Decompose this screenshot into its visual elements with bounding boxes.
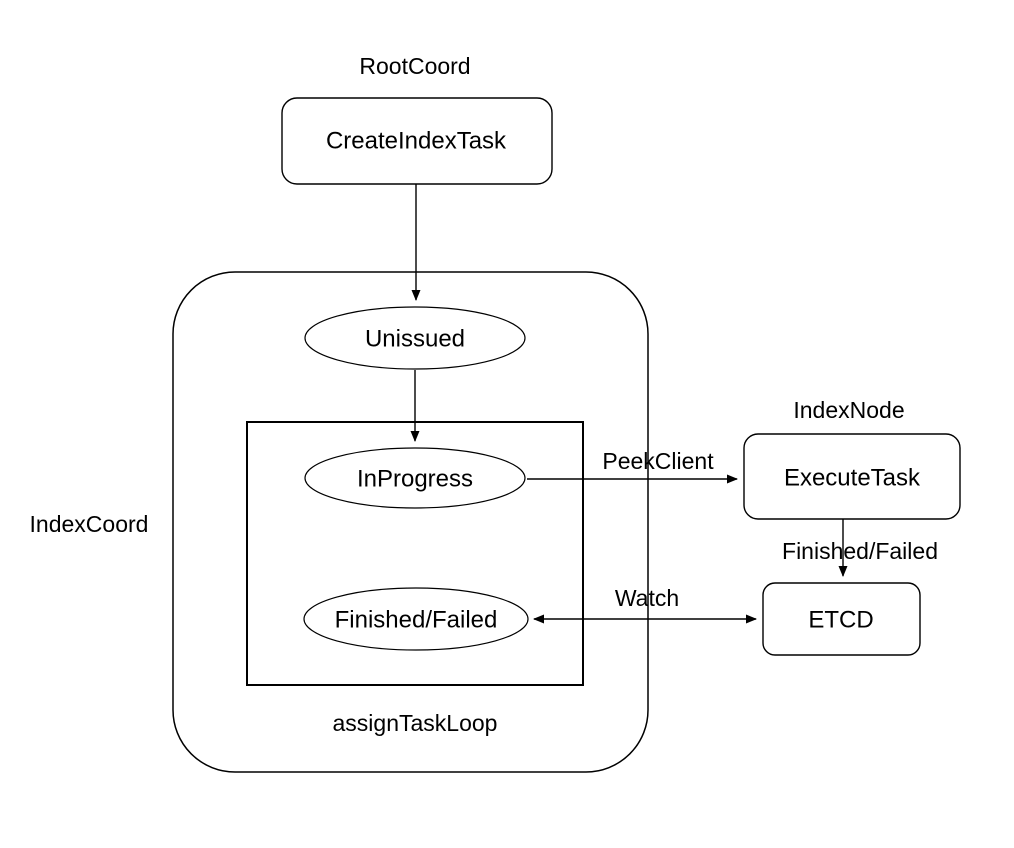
index-node-label: IndexNode	[793, 397, 904, 423]
create-index-task-label: CreateIndexTask	[326, 128, 507, 155]
finished-failed-edge-label: Finished/Failed	[782, 538, 938, 564]
index-coord-container	[172, 271, 649, 773]
peek-client-edge-label: PeekClient	[602, 448, 714, 474]
create-index-task-node	[281, 97, 553, 185]
etcd-label: ETCD	[808, 607, 873, 634]
in-progress-label: InProgress	[357, 466, 473, 493]
assign-task-loop-label: assignTaskLoop	[333, 710, 498, 736]
execute-task-node	[743, 433, 961, 520]
root-coord-label: RootCoord	[359, 53, 470, 79]
execute-task-label: ExecuteTask	[784, 465, 921, 492]
in-progress-state	[304, 447, 526, 509]
etcd-node	[762, 582, 921, 656]
unissued-label: Unissued	[365, 326, 465, 353]
index-coord-label: IndexCoord	[30, 511, 149, 537]
finished-failed-state-label: Finished/Failed	[335, 607, 498, 634]
finished-failed-state	[303, 587, 529, 651]
watch-edge-label: Watch	[615, 585, 679, 611]
unissued-state	[304, 306, 526, 370]
